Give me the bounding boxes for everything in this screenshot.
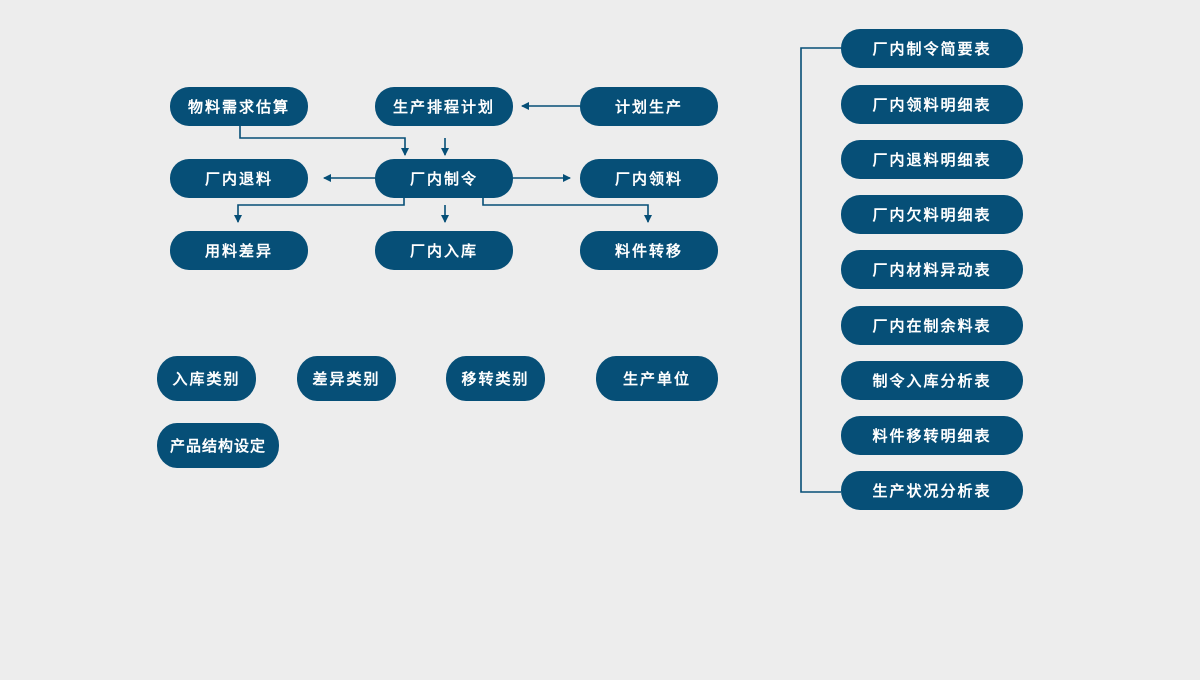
node-plan-production[interactable]: 计划生产 bbox=[580, 87, 718, 126]
setting-warehouse-type[interactable]: 入库类别 bbox=[157, 356, 256, 401]
node-work-order[interactable]: 厂内制令 bbox=[375, 159, 513, 198]
setting-product-structure[interactable]: 产品结构设定 bbox=[157, 423, 279, 468]
node-warehouse-in[interactable]: 厂内入库 bbox=[375, 231, 513, 270]
report-wip-remaining[interactable]: 厂内在制余料表 bbox=[841, 306, 1023, 345]
setting-production-unit[interactable]: 生产单位 bbox=[596, 356, 718, 401]
report-return-detail[interactable]: 厂内退料明细表 bbox=[841, 140, 1023, 179]
report-material-change[interactable]: 厂内材料异动表 bbox=[841, 250, 1023, 289]
node-part-transfer[interactable]: 料件转移 bbox=[580, 231, 718, 270]
node-return-material[interactable]: 厂内退料 bbox=[170, 159, 308, 198]
node-schedule-plan[interactable]: 生产排程计划 bbox=[375, 87, 513, 126]
report-bracket bbox=[800, 47, 841, 493]
arrow-order-to-transfer bbox=[482, 198, 652, 223]
setting-variance-type[interactable]: 差异类别 bbox=[297, 356, 396, 401]
node-usage-variance[interactable]: 用料差异 bbox=[170, 231, 308, 270]
node-issue-material[interactable]: 厂内领料 bbox=[580, 159, 718, 198]
report-order-summary[interactable]: 厂内制令简要表 bbox=[841, 29, 1023, 68]
report-order-warehouse-analysis[interactable]: 制令入库分析表 bbox=[841, 361, 1023, 400]
report-issue-detail[interactable]: 厂内领料明细表 bbox=[841, 85, 1023, 124]
report-shortage-detail[interactable]: 厂内欠料明细表 bbox=[841, 195, 1023, 234]
arrow-estimate-to-order bbox=[239, 125, 409, 156]
report-production-status[interactable]: 生产状况分析表 bbox=[841, 471, 1023, 510]
arrow-order-to-variance bbox=[234, 198, 405, 223]
node-material-estimate[interactable]: 物料需求估算 bbox=[170, 87, 308, 126]
setting-transfer-type[interactable]: 移转类别 bbox=[446, 356, 545, 401]
report-transfer-detail[interactable]: 料件移转明细表 bbox=[841, 416, 1023, 455]
